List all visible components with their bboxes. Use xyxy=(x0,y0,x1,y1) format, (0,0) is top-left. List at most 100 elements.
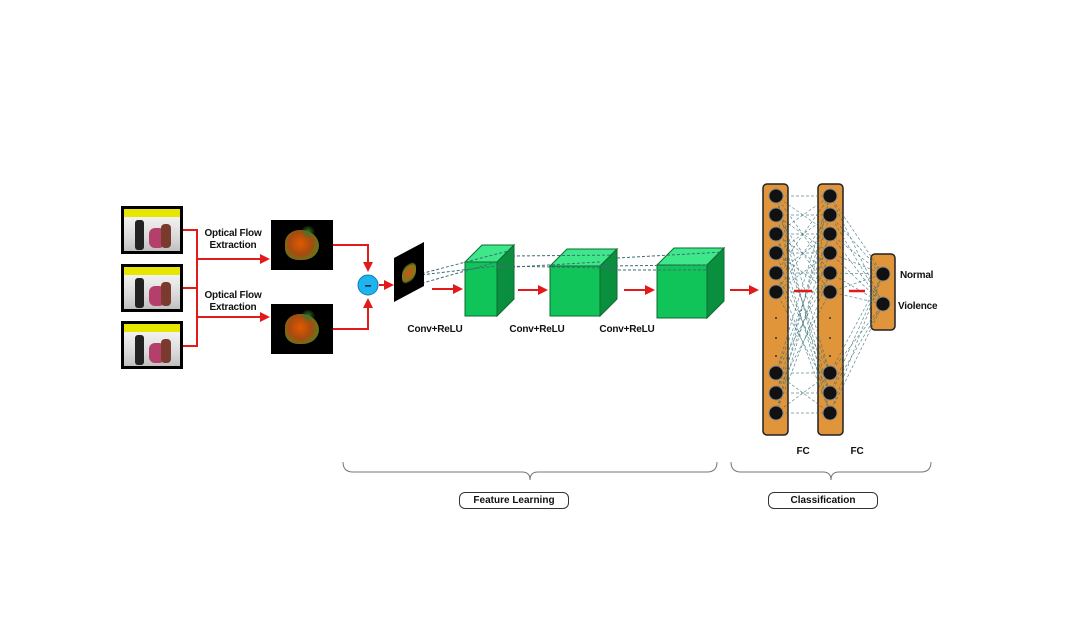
neuron-node-icon xyxy=(768,188,784,204)
neuron-node-icon xyxy=(822,385,838,401)
feature-learning-brace xyxy=(342,461,718,481)
fc-connection xyxy=(775,214,831,394)
arrow-flow1-to-diff xyxy=(333,244,373,272)
output-connection xyxy=(829,303,884,394)
input-connector-top xyxy=(183,229,198,289)
neuron-node-icon xyxy=(822,405,838,421)
neuron-node-icon xyxy=(822,207,838,223)
fc-connection xyxy=(775,195,831,235)
output-connection xyxy=(829,214,884,305)
output-connection xyxy=(829,195,884,275)
section-feature-learning: Feature Learning xyxy=(459,492,569,509)
conv-cube-1-front xyxy=(464,261,498,317)
fc-connection xyxy=(775,252,831,394)
fc2-ellipsis-dot xyxy=(829,337,831,339)
section-classification: Classification xyxy=(768,492,878,509)
kernel-dash-b-0 xyxy=(496,261,601,269)
fc-connection xyxy=(775,272,831,414)
fc2-ellipsis-dot xyxy=(829,317,831,319)
fc-connection xyxy=(775,195,831,414)
neuron-node-icon xyxy=(768,365,784,381)
output-connection xyxy=(829,272,884,275)
neuron-node-icon xyxy=(768,245,784,261)
fc2-ellipsis-dot xyxy=(829,355,831,357)
fc-connection xyxy=(775,372,831,414)
input-frame-1 xyxy=(121,206,183,254)
conv-cube-2-front xyxy=(549,265,601,317)
output-connection xyxy=(829,233,884,275)
input-frame-2 xyxy=(121,264,183,312)
fc-connection xyxy=(775,214,831,254)
output-connection xyxy=(829,273,884,394)
neuron-node-icon xyxy=(768,226,784,242)
optical-flow-label-2: Optical Flow Extraction xyxy=(204,290,261,314)
difference-circle xyxy=(357,274,379,296)
output-connection xyxy=(829,252,884,275)
conv-relu-label-1: Conv+ReLU xyxy=(407,324,463,335)
output-connection xyxy=(829,272,884,305)
fc1-ellipsis-dot xyxy=(775,317,777,319)
neuron-node-icon xyxy=(875,266,891,282)
neuron-node-icon xyxy=(822,265,838,281)
fc-connection xyxy=(775,195,831,274)
fc-connection xyxy=(775,195,831,235)
fc-connection xyxy=(775,214,831,293)
neuron-node-icon xyxy=(822,245,838,261)
neuron-node-icon xyxy=(822,365,838,381)
output-label-normal: Normal xyxy=(900,270,934,281)
output-connection xyxy=(829,303,884,374)
kernel-dash-b-2 xyxy=(496,265,609,269)
fc-connection xyxy=(775,233,831,274)
minus-circle-icon: – xyxy=(364,278,372,292)
output-label-violence: Violence xyxy=(898,301,938,312)
output-connection xyxy=(829,303,884,414)
output-connection xyxy=(829,195,884,305)
fc-connection xyxy=(775,233,831,274)
neuron-node-icon xyxy=(768,265,784,281)
kernel-dash-a-1 xyxy=(411,249,513,277)
fc-label-1: FC xyxy=(796,446,810,457)
optical-flow-label-2-line2: Extraction xyxy=(209,302,257,313)
neuron-node-icon xyxy=(822,188,838,204)
fc-connection xyxy=(775,252,831,293)
optical-flow-label-1: Optical Flow Extraction xyxy=(204,228,261,252)
output-connection xyxy=(829,291,884,305)
fc-connection xyxy=(775,214,831,394)
neuron-node-icon xyxy=(822,284,838,300)
fc1-ellipsis-dot xyxy=(775,337,777,339)
kernel-dash-c-0 xyxy=(599,264,708,267)
input-connector-bottom xyxy=(183,287,198,347)
output-connection xyxy=(829,273,884,374)
kernel-dash-a-0 xyxy=(411,265,498,277)
optical-flow-map-1 xyxy=(271,220,333,270)
fc-label-2: FC xyxy=(850,446,864,457)
arrow-flow2-to-diff xyxy=(333,298,373,330)
fc1-ellipsis-dot xyxy=(775,355,777,357)
neuron-node-icon xyxy=(768,284,784,300)
fc-connection xyxy=(775,233,831,414)
fc-connection xyxy=(775,214,831,254)
conv-relu-label-3: Conv+ReLU xyxy=(599,324,655,335)
optical-flow-map-2 xyxy=(271,304,333,354)
neuron-node-icon xyxy=(822,226,838,242)
conv-cube-3-front xyxy=(656,264,708,319)
output-connection xyxy=(829,252,884,305)
optical-flow-label-1-line2: Extraction xyxy=(209,240,257,251)
fc-connection xyxy=(775,233,831,414)
output-connection xyxy=(829,214,884,275)
output-connection xyxy=(829,273,884,293)
optical-flow-label-1-line1: Optical Flow xyxy=(204,228,262,239)
kernel-dash-b-1 xyxy=(511,254,618,257)
fc-connection xyxy=(775,195,831,374)
fc-connection xyxy=(775,252,831,293)
conv-relu-label-2: Conv+ReLU xyxy=(509,324,565,335)
neuron-node-icon xyxy=(875,296,891,312)
classification-brace xyxy=(730,461,932,481)
fc-connection xyxy=(775,372,831,414)
neuron-node-icon xyxy=(768,207,784,223)
neuron-node-icon xyxy=(768,385,784,401)
input-frame-3 xyxy=(121,321,183,369)
kernel-dash-c-1 xyxy=(616,251,725,259)
